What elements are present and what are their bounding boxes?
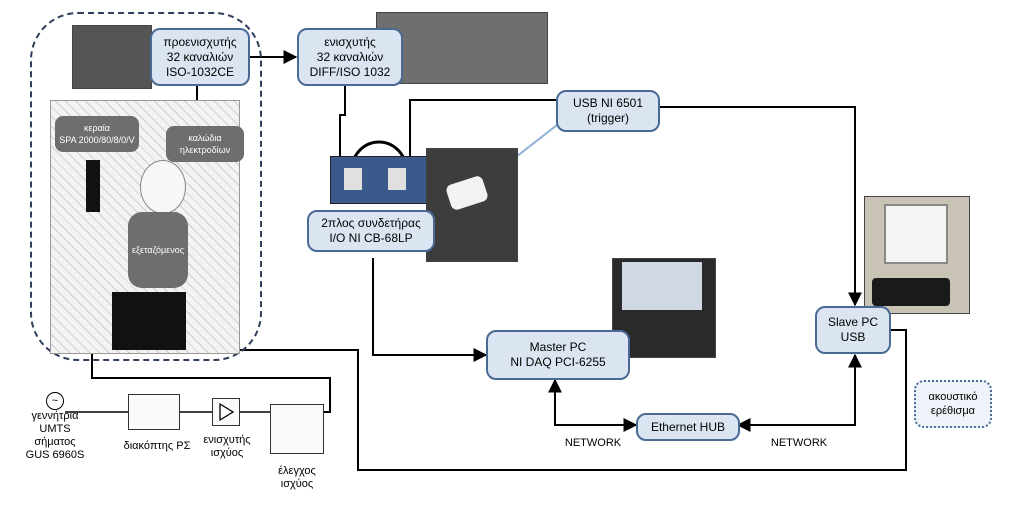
usb-trigger-line2: (trigger) [586, 111, 629, 125]
power-amp-icon [212, 398, 240, 426]
signal-generator-icon: ~ [46, 392, 64, 410]
preamp-photo [72, 25, 152, 89]
subject-label: εξεταζόμενος [131, 245, 185, 255]
acoustic-line1: ακουστικό [928, 391, 978, 403]
amplifier-line3: DIFF/ISO 1032 [309, 64, 391, 79]
power-amp-line2: ισχύος [210, 447, 244, 459]
antenna-line2: SPA 2000/80/8/0/V [59, 135, 135, 145]
power-meter-icon [270, 404, 324, 454]
preamp-line3: ISO-1032CE [165, 64, 235, 79]
master-pc-line1: Master PC [529, 340, 587, 354]
master-pc-screen [622, 262, 702, 310]
rf-switch-icon [128, 394, 180, 430]
trigger-to-slave-line [656, 106, 862, 307]
network-left-line [548, 378, 638, 432]
ethernet-hub-label: Ethernet HUB [650, 419, 726, 434]
antenna-icon [86, 160, 100, 212]
cables-line2: ηλεκτροδίων [179, 145, 231, 155]
ethernet-hub-box: Ethernet HUB [636, 413, 740, 441]
connector-port-right [388, 168, 406, 190]
usb-trigger-box: USB NI 6501(trigger) [556, 90, 660, 132]
network-right-label: NETWORK [770, 437, 828, 449]
connector-port-left [344, 168, 362, 190]
cables-line1: καλώδια [188, 133, 222, 143]
connector-line1: 2πλος συνδετήρας [321, 216, 421, 230]
amplifier-line1: ενισχυτής [324, 34, 376, 49]
keyboard-icon [872, 278, 950, 306]
cables-label: καλώδια ηλεκτροδίων [166, 126, 244, 162]
preamp-line2: 32 καναλιών [166, 49, 234, 64]
amplifier-line2: 32 καναλιών [316, 49, 384, 64]
power-check-line2: ισχύος [280, 478, 314, 490]
generator-label: γεννήτρια UMTS σήματος GUS 6960S [20, 410, 90, 462]
power-check-label: έλεγχος ισχύος [262, 465, 332, 491]
power-check-line1: έλεγχος [278, 465, 316, 477]
antenna-line1: κεραία [83, 123, 111, 133]
chair-icon [112, 292, 186, 350]
generator-line1: γεννήτρια [31, 410, 79, 422]
acoustic-loop-line [190, 329, 907, 471]
usb-trigger-line1: USB NI 6501 [572, 96, 644, 110]
generator-line4: GUS 6960S [25, 449, 85, 461]
power-amp-label: ενισχυτής ισχύος [192, 434, 262, 460]
master-pc-line2: NI DAQ PCI-6255 [510, 355, 606, 369]
acoustic-line2: ερέθισμα [930, 405, 976, 417]
network-left-label: NETWORK [564, 437, 622, 449]
connector-line2: I/O NI CB-68LP [329, 231, 413, 245]
rf-switch-label: διακόπτης ΡΣ [123, 440, 191, 452]
exposure-room [30, 12, 262, 361]
power-amp-line1: ενισχυτής [203, 434, 251, 446]
connector-to-master-line [372, 258, 488, 362]
generator-line3: σήματος [34, 436, 76, 448]
slave-pc-line1: Slave PC [827, 315, 879, 329]
generator-line2: UMTS [39, 423, 71, 435]
amp-to-connector-line [339, 83, 346, 168]
subject-body: εξεταζόμενος [128, 212, 188, 288]
network-right-line [736, 353, 862, 432]
preamp-line1: προενισχυτής [163, 34, 237, 49]
acoustic-stimulus-box: ακουστικό ερέθισμα [914, 380, 992, 428]
slave-pc-line2: USB [840, 330, 866, 344]
head-icon [140, 160, 186, 214]
slave-pc-screen [884, 204, 948, 264]
